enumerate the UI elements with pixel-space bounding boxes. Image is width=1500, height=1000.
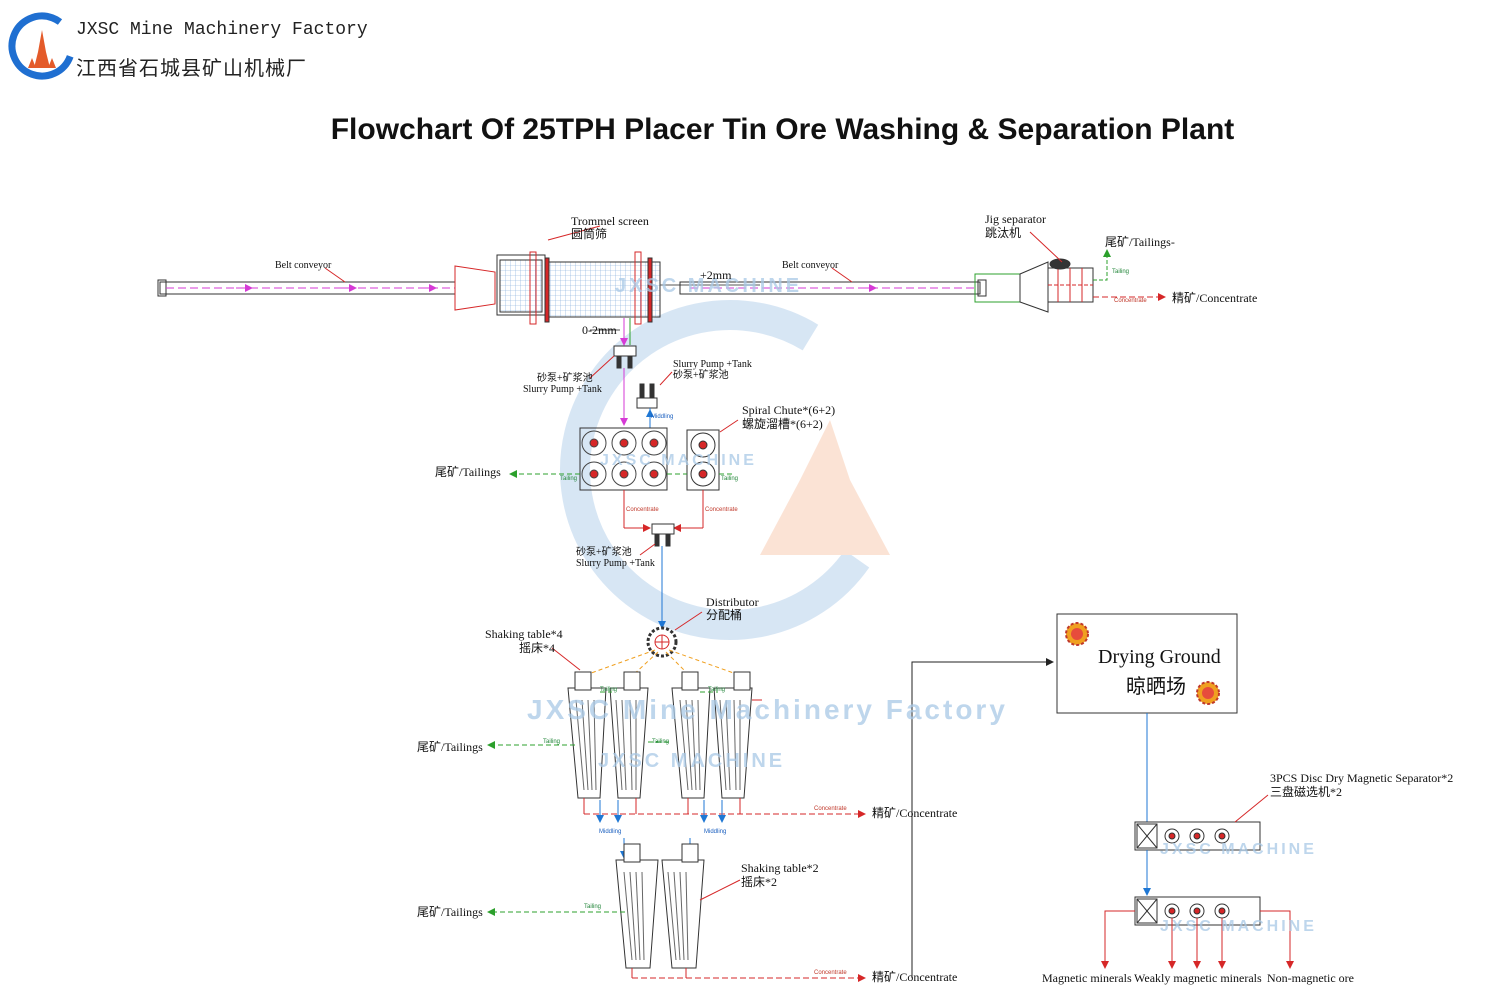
magnetic-separator-label-en: 3PCS Disc Dry Magnetic Separator*2 <box>1270 771 1454 785</box>
trommel-underflow <box>590 318 631 346</box>
table2-tailings-label: 尾矿/Tailings <box>417 905 483 919</box>
magnetic-output-flows <box>1101 910 1294 969</box>
spiral-concentrate-small-label: Concentrate <box>626 507 659 513</box>
table4-tailings-flow <box>487 691 718 749</box>
jig-concentrate-label: 精矿/Concentrate <box>1172 291 1258 305</box>
shaking-table-2-label-en: Shaking table*2 <box>741 861 819 875</box>
watermark-logo <box>560 300 900 640</box>
drying-ground-label-en: Drying Ground <box>1098 646 1221 668</box>
belt-conveyor-1-label: Belt conveyor <box>275 260 332 271</box>
table-tailing-small-label: Tailing <box>652 739 670 745</box>
spiral-unit <box>581 430 667 487</box>
output-non-magnetic-ore: Non-magnetic ore <box>1267 971 1354 985</box>
spiral-concentrate-flow <box>623 490 704 532</box>
jig-tailings-label: 尾矿/Tailings- <box>1105 235 1175 249</box>
table4-tailings-label: 尾矿/Tailings <box>417 740 483 754</box>
distributor-label-en: Distributor <box>706 595 759 609</box>
slurry-pump-1 <box>589 345 637 379</box>
table-tailing-small-label: Tailing <box>708 687 726 693</box>
magnetic-separator-label-cn: 三盘磁选机*2 <box>1270 785 1343 799</box>
jig-concentrate-small-label: Concentrate <box>1114 298 1147 304</box>
sun-icon <box>1196 681 1220 705</box>
shaking-table-unit <box>661 843 705 969</box>
company-name-cn: 江西省石城县矿山机械厂 <box>76 56 307 80</box>
spiral-tailing-small-label: Tailing <box>721 476 739 482</box>
slurry-pump-3-label-en: Slurry Pump +Tank <box>576 558 655 569</box>
size-0-2mm-label: 0-2mm <box>582 323 617 337</box>
jig-separator <box>974 231 1166 313</box>
middling-label: Middling <box>599 829 622 835</box>
shaking-table-bank-2 <box>615 843 741 969</box>
table-tailing-small-label: Tailing <box>600 687 618 693</box>
shaking-table-unit <box>671 671 711 799</box>
table2-concentrate-small-label: Concentrate <box>814 970 847 976</box>
drying-ground-label-cn: 晾晒场 <box>1126 676 1186 698</box>
size-plus-2mm-label: +2mm <box>700 268 732 282</box>
shaking-table-bank-4 <box>551 647 762 799</box>
drying-ground <box>1056 613 1238 714</box>
slurry-pump-3-label-cn: 砂泵+矿浆池 <box>576 547 632 558</box>
spiral-chute-bank-6 <box>579 427 668 491</box>
company-logo <box>8 12 76 80</box>
shaking-table-unit <box>713 671 753 799</box>
spiral-tailings-label: 尾矿/Tailings <box>435 465 501 479</box>
jig-tailing-small-label: Tailing <box>1112 269 1130 275</box>
table2-tailing-small-label: Tailing <box>584 904 602 910</box>
table4-middling-flow <box>596 800 726 859</box>
slurry-pump-2 <box>636 371 673 409</box>
shaking-table-4-label-cn: 摇床*4 <box>519 641 556 655</box>
watermark-text: JXSC MACHINE <box>600 452 757 469</box>
jig-separator-label-cn: 跳汰机 <box>985 226 1022 240</box>
table4-concentrate-flow <box>583 798 866 818</box>
output-weakly-magnetic-minerals: Weakly magnetic minerals <box>1134 971 1262 985</box>
belt-conveyor-1 <box>157 267 456 297</box>
watermark-text: JXSC MACHINE <box>1160 841 1317 858</box>
distributor-label-cn: 分配桶 <box>706 608 743 622</box>
table4-concentrate-small-label: Concentrate <box>814 806 847 812</box>
slurry-pump-1-label-cn: 砂泵+矿浆池 <box>537 373 593 384</box>
distributor <box>646 611 703 658</box>
watermark-text: JXSC MACHINE <box>598 750 786 772</box>
spiral-chute-bank-2 <box>686 419 739 491</box>
shaking-table-unit <box>615 843 659 969</box>
shaking-table-2-label-cn: 摇床*2 <box>741 875 778 889</box>
sun-icon <box>1065 622 1089 646</box>
shaking-table-unit <box>609 671 649 799</box>
trommel-screen-label-cn: 圆筒筛 <box>571 227 608 241</box>
page-title: Flowchart Of 25TPH Placer Tin Ore Washin… <box>330 113 1235 146</box>
slurry-pump-2-label-en: Slurry Pump +Tank <box>673 359 752 370</box>
table2-concentrate-flow <box>631 968 866 982</box>
shaking-table-unit <box>567 671 607 799</box>
flow-to-drying-ground <box>911 658 1054 978</box>
slurry-pump-2-label-cn: 砂泵+矿浆池 <box>673 370 729 381</box>
spiral-chute-label-cn: 螺旋溜槽*(6+2) <box>742 417 823 431</box>
table4-concentrate-label: 精矿/Concentrate <box>872 806 958 820</box>
trommel-screen-label-en: Trommel screen <box>571 214 649 228</box>
watermark-text: JXSC MACHINE <box>615 275 803 297</box>
belt-conveyor-2-label: Belt conveyor <box>782 260 839 271</box>
table-tailing-small-label: Tailing <box>543 739 561 745</box>
spiral-tailing-small-label: Tailing <box>560 476 578 482</box>
trommel-screen <box>454 225 661 325</box>
company-name-en: JXSC Mine Machinery Factory <box>76 20 368 40</box>
middling-label: Middling <box>704 829 727 835</box>
spiral-concentrate-small-label: Concentrate <box>705 507 738 513</box>
magnetic-separator-2 <box>1134 896 1261 926</box>
slurry-pump-3 <box>639 523 675 556</box>
table2-concentrate-label: 精矿/Concentrate <box>872 970 958 984</box>
output-magnetic-minerals: Magnetic minerals <box>1042 971 1132 985</box>
middling-label: Middling <box>651 414 674 420</box>
magnetic-separator-1 <box>1134 794 1269 851</box>
jig-separator-label-en: Jig separator <box>985 212 1046 226</box>
spiral-chute-label-en: Spiral Chute*(6+2) <box>742 403 836 417</box>
slurry-pump-1-label-en: Slurry Pump +Tank <box>523 384 602 395</box>
belt-conveyor-2 <box>660 267 987 297</box>
watermark-text: JXSC Mine Machinery Factory <box>527 694 1008 725</box>
watermark-text: JXSC MACHINE <box>1160 918 1317 935</box>
shaking-table-4-label-en: Shaking table*4 <box>485 627 563 641</box>
